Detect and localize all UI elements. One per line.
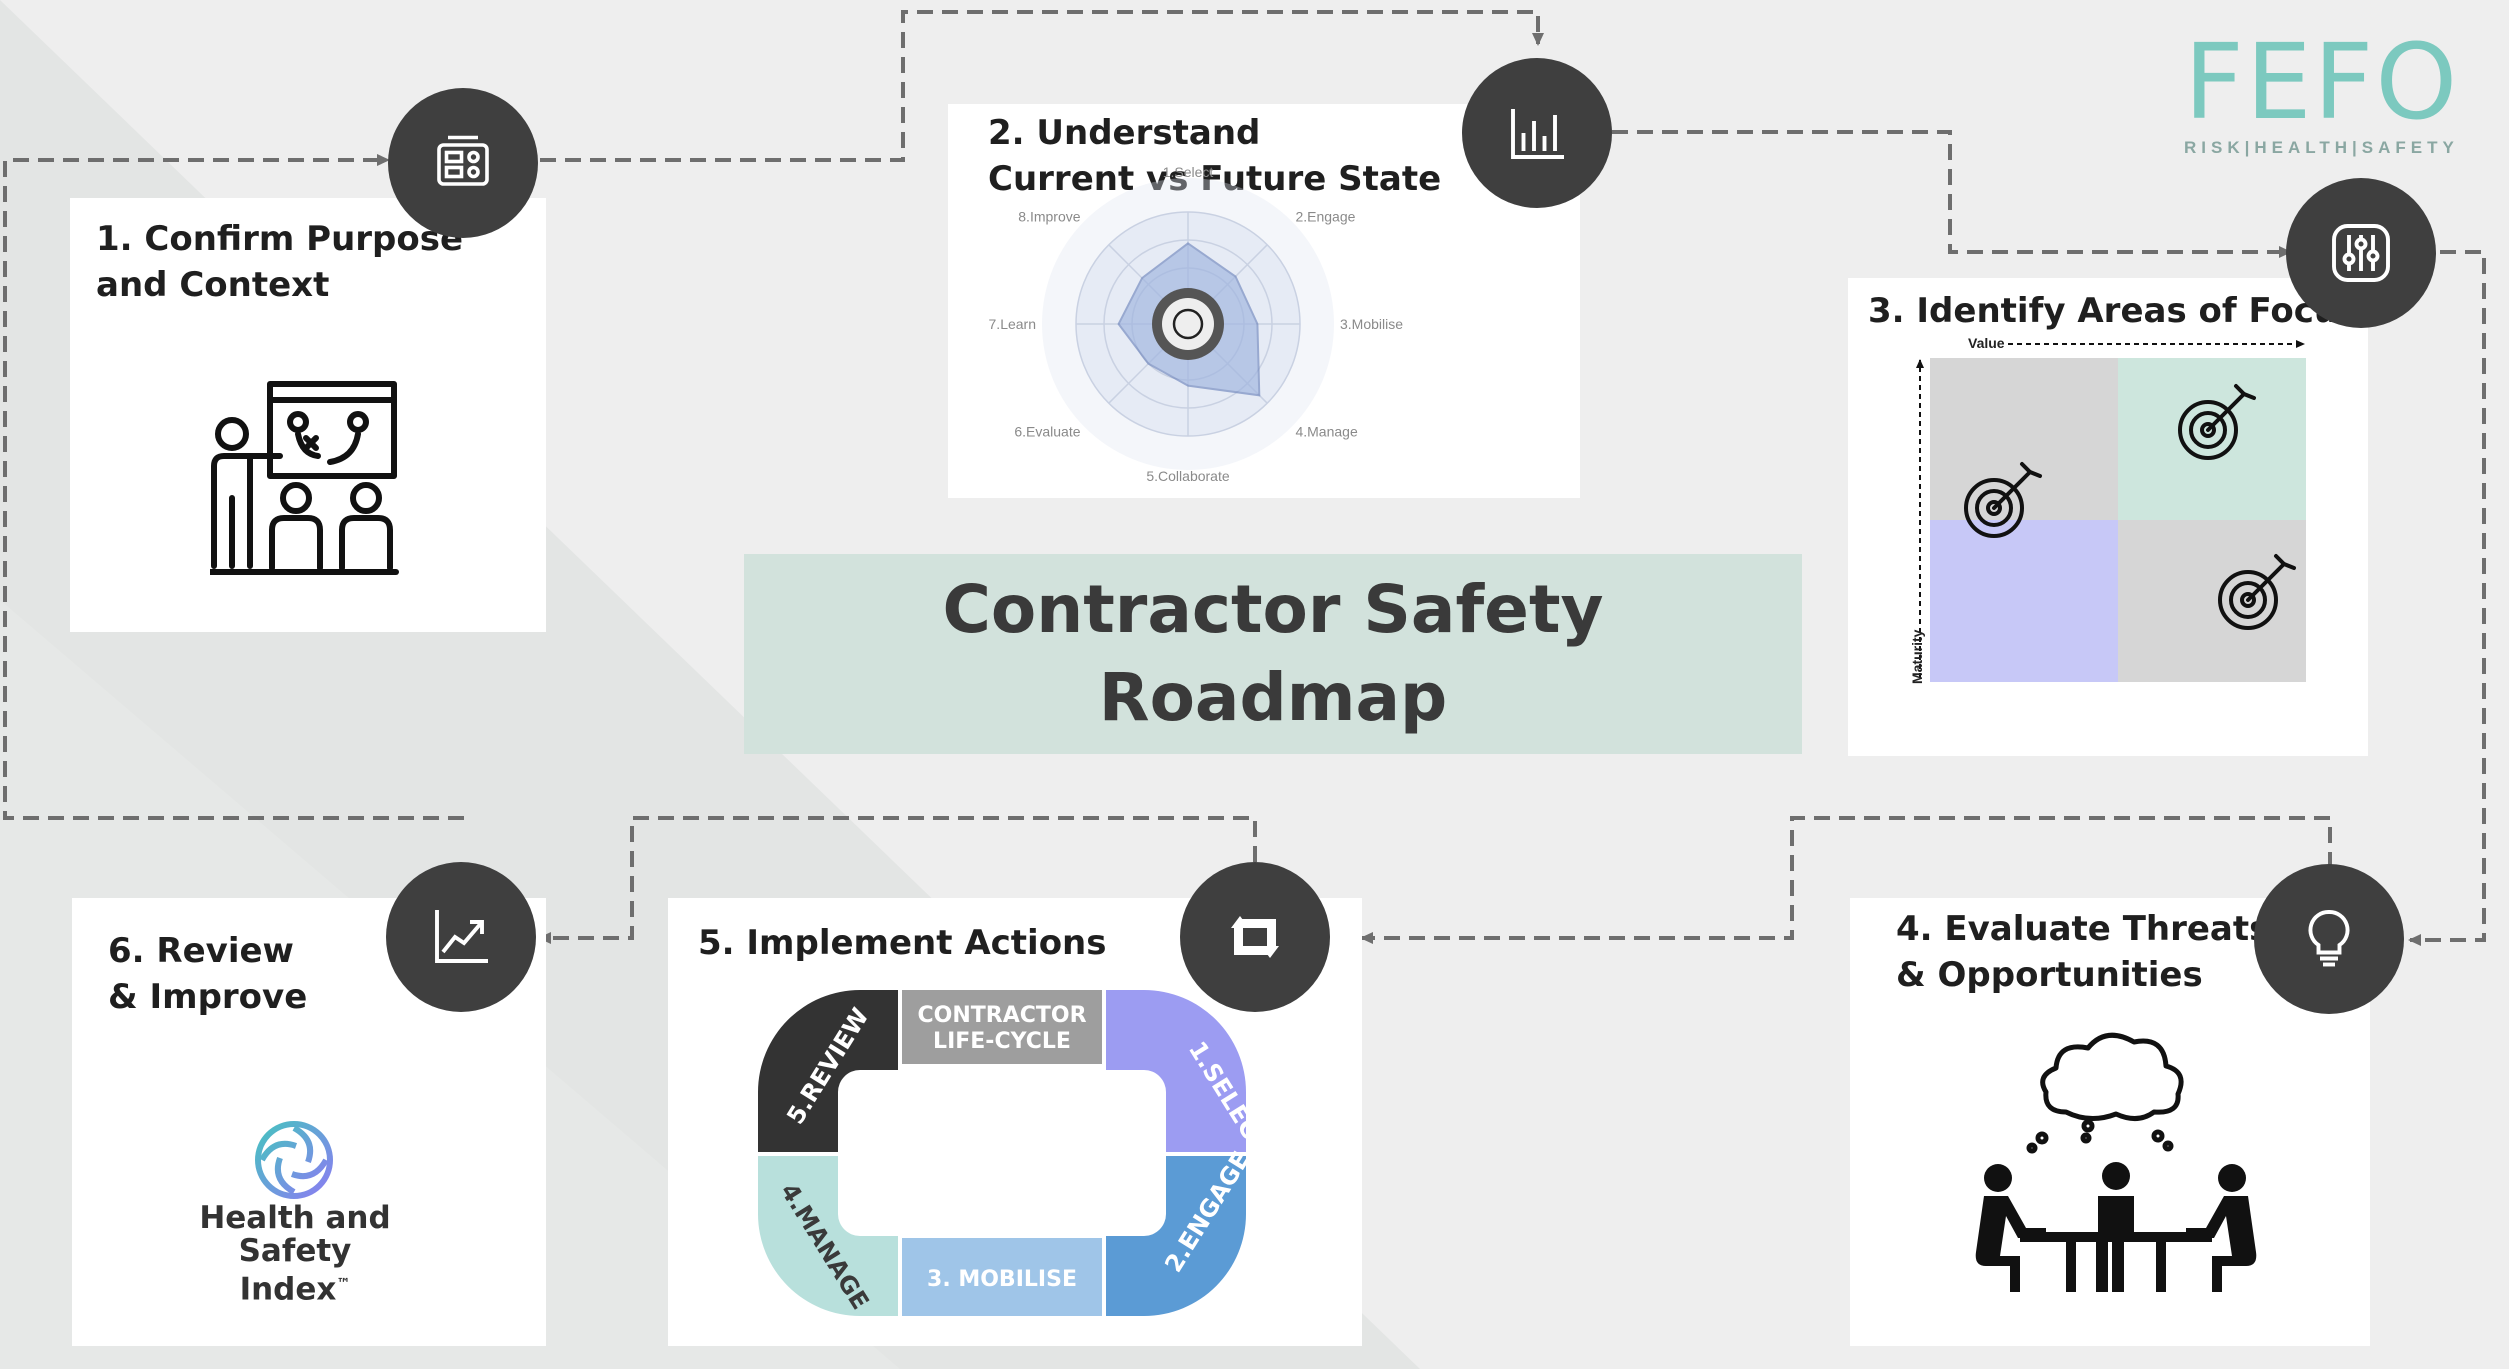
- radar-axis-label: 6.Evaluate: [1014, 423, 1080, 439]
- step-2-card: 2. Understand Current vs Future State 1.…: [948, 104, 1580, 498]
- lifecycle-stage-select: [1106, 990, 1246, 1152]
- radar-axis-label: 8.Improve: [1018, 209, 1080, 225]
- logo-tagline: RISK|HEALTH|SAFETY: [2184, 138, 2459, 157]
- hsi-trademark: ™: [336, 1276, 351, 1292]
- step-2-title: 2. Understand Current vs Future State: [988, 113, 1442, 199]
- step-1-title: 1. Confirm Purpose and Context: [96, 219, 464, 305]
- hsi-line-2: Safety Index™: [180, 1233, 410, 1308]
- step-4-title: 4. Evaluate Threats & Opportunities: [1896, 909, 2270, 995]
- matrix-y-label: Maturity: [1909, 629, 1925, 684]
- step-1-icon-circle: [388, 88, 538, 238]
- trend-up-icon: [435, 910, 488, 963]
- roadmap-title-line-1: Contractor Safety: [942, 571, 1604, 648]
- target-icon: [1964, 462, 2042, 538]
- lightbulb-icon: [2308, 910, 2350, 967]
- step-4-icon-circle: [2254, 864, 2404, 1014]
- radar-axis-label: 3.Mobilise: [1340, 316, 1403, 332]
- step-3-title: 3. Identify Areas of Focus: [1868, 291, 2359, 331]
- roadmap-title-line-2: Roadmap: [1098, 659, 1448, 736]
- matrix-quadrant-bottom-left: [1930, 520, 2118, 682]
- fefo-logo: FEFO RISK|HEALTH|SAFETY: [2184, 21, 2460, 158]
- presenter-meeting-illustration: [210, 381, 399, 575]
- sliders-icon: [2332, 224, 2390, 282]
- lifecycle-center-line-2: LIFE-CYCLE: [933, 1029, 1071, 1054]
- logo-word: FEFO: [2184, 21, 2460, 143]
- hsi-line-2-text: Safety Index: [238, 1233, 352, 1308]
- lifecycle-label-mobilise: 3. MOBILISE: [927, 1267, 1077, 1292]
- step-5-icon-circle: [1180, 862, 1330, 1012]
- hsi-line-1: Health and: [199, 1200, 391, 1236]
- matrix-quadrant-top-right: [2118, 358, 2306, 520]
- lifecycle-center-line-1: CONTRACTOR: [917, 1003, 1086, 1028]
- step-6-title: 6. Review & Improve: [108, 931, 308, 1017]
- matrix-quadrant-top-left: [1930, 358, 2118, 520]
- dashboard-icon: [437, 135, 489, 186]
- radar-axis-label: 1.Select: [1163, 164, 1214, 180]
- radar-axis-label: 2.Engage: [1295, 209, 1355, 225]
- value-maturity-matrix: Value Maturity: [1909, 335, 2306, 684]
- lifecycle-center: [902, 990, 1102, 1064]
- lifecycle-stage-manage: [758, 1156, 898, 1316]
- bar-chart-icon: [1511, 109, 1564, 159]
- step-5-title: 5. Implement Actions: [698, 923, 1107, 963]
- step-3-icon-circle: [2286, 178, 2436, 328]
- step-3-card: 3. Identify Areas of Focus Value Maturit…: [1848, 278, 2368, 756]
- roadmap-title-box: Contractor Safety Roadmap: [744, 554, 1802, 754]
- lifecycle-stage-engage: [1106, 1156, 1246, 1316]
- radar-axis-label: 5.Collaborate: [1146, 468, 1229, 484]
- radar-chart: 1.Select 2.Engage 3.Mobilise 4.Manage 5.Coll…: [989, 164, 1404, 484]
- step-2-icon-circle: [1462, 58, 1612, 208]
- lifecycle-stage-review: [758, 990, 898, 1152]
- contractor-lifecycle-diagram: CONTRACTOR LIFE-CYCLE 1.SELECT 2.ENGAGE …: [758, 990, 1273, 1316]
- target-icon: [2218, 554, 2296, 630]
- refresh-arrows-icon: [1231, 916, 1279, 958]
- team-brainstorm-illustration: [1975, 1032, 2257, 1292]
- target-icon: [2178, 384, 2256, 460]
- health-safety-index-mark: [255, 1121, 333, 1199]
- radar-axis-label: 4.Manage: [1295, 423, 1357, 439]
- lifecycle-stage-mobilise: [902, 1238, 1102, 1316]
- matrix-x-label: Value: [1968, 335, 2005, 351]
- health-safety-index-logo: Health and Safety Index™: [180, 1202, 410, 1306]
- step-6-icon-circle: [386, 862, 536, 1012]
- step-1-card: 1. Confirm Purpose and Context: [70, 198, 546, 632]
- radar-axis-label: 7.Learn: [989, 316, 1036, 332]
